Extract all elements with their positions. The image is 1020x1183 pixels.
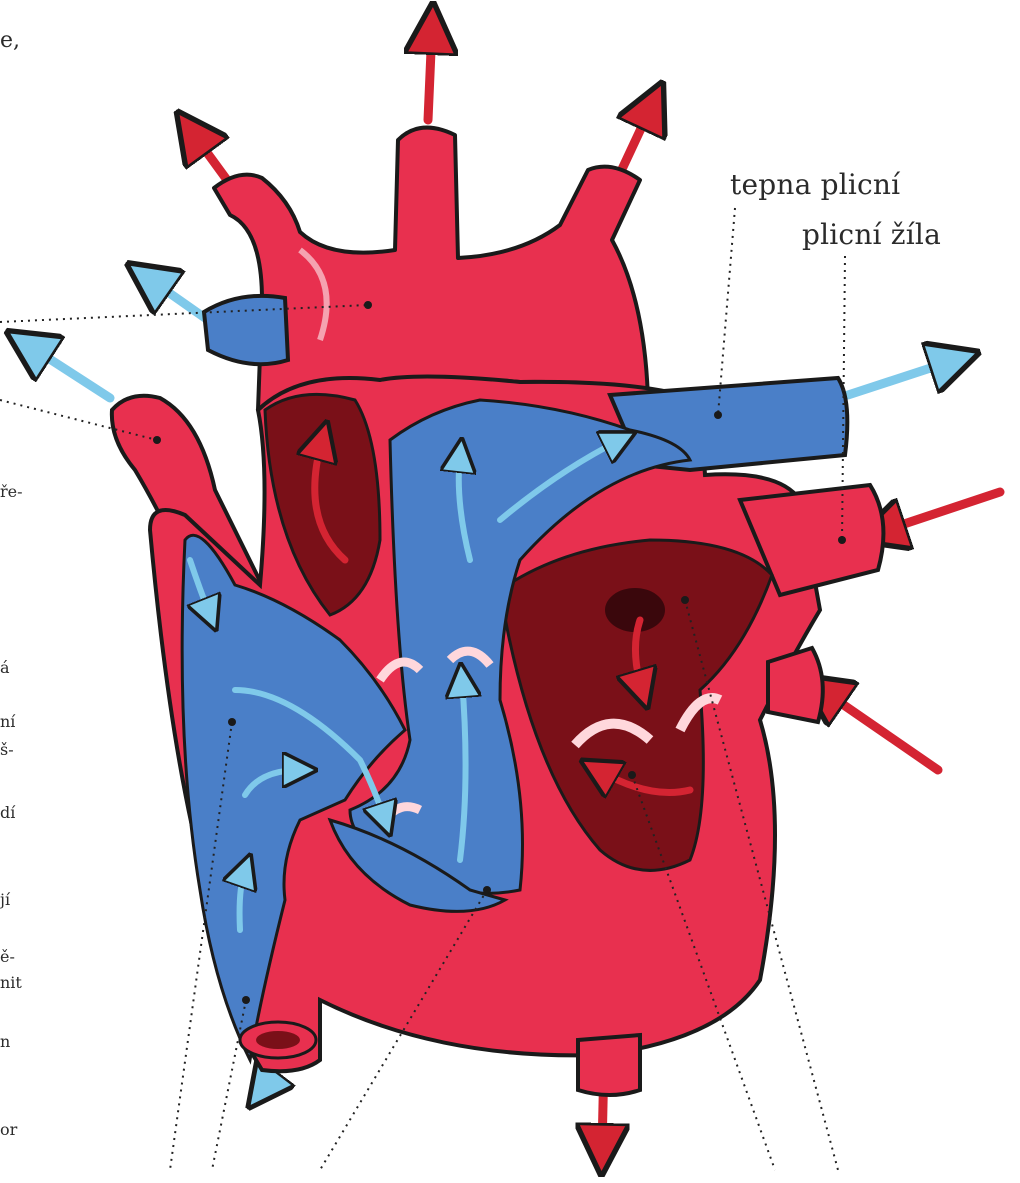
aorta-out-arrow: [428, 28, 432, 120]
left-text-fragment: e,: [0, 28, 20, 53]
lower-pulmonary-vein-in-arrow: [822, 690, 938, 770]
left-text-fragment: š-: [0, 740, 14, 759]
left-text-fragment: dí: [0, 803, 15, 822]
descending-aorta: [578, 1035, 640, 1095]
ivc-lumen: [256, 1031, 300, 1049]
superior-vena-cava: [204, 296, 288, 364]
left-text-fragment: á: [0, 658, 10, 677]
left-text-fragment: n: [0, 1032, 10, 1051]
label-pulmonary-vein: plicní žíla: [802, 218, 941, 251]
left-text-fragment: ě-: [0, 947, 15, 966]
label-pulmonary-artery: tepna plicní: [730, 168, 900, 201]
vessel-left-out-arrow: [28, 345, 110, 398]
lower-pulmonary-vein: [768, 648, 823, 722]
pulmonary-artery-out-arrow: [848, 360, 955, 395]
left-text-fragment: ní: [0, 712, 15, 731]
left-text-fragment: ře-: [0, 482, 23, 501]
left-text-fragment: or: [0, 1120, 17, 1139]
pulmonary-vein-in-arrow: [880, 492, 1000, 532]
left-text-fragment: jí: [0, 890, 10, 909]
left-text-fragment: nit: [0, 973, 22, 992]
